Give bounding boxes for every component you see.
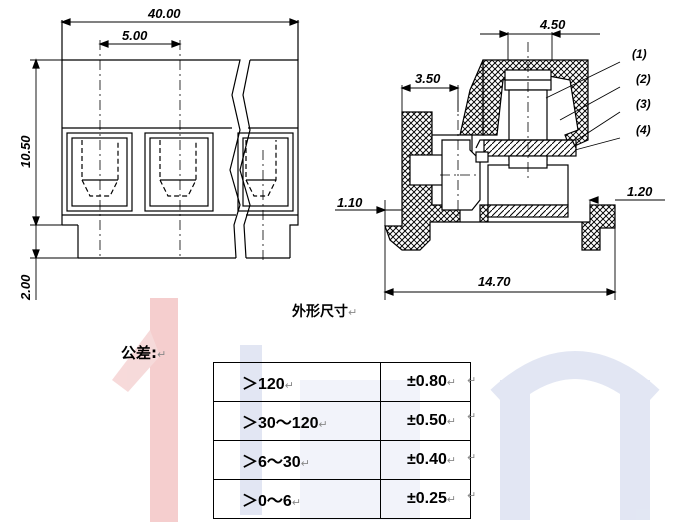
dim-left-step: 1.10 xyxy=(337,195,363,210)
dim-base-height: 2.00 xyxy=(18,274,33,301)
tolerance-value-cell: ±0.80↵ xyxy=(380,362,471,402)
tolerance-value-cell: ±0.50↵ xyxy=(380,401,471,441)
row-mark: ↵ xyxy=(467,374,477,387)
front-view xyxy=(30,18,300,300)
drawing-caption: 外形尺寸↵ xyxy=(292,304,358,320)
table-row: ＞0～6↵ ±0.25↵ xyxy=(213,479,471,519)
tolerance-value-cell: ±0.40↵ xyxy=(380,440,471,480)
part-label-4: (4) xyxy=(636,123,651,137)
part-label-1: (1) xyxy=(632,47,647,61)
dim-pitch: 5.00 xyxy=(122,28,148,43)
dim-depth: 14.70 xyxy=(478,274,511,289)
dim-height: 10.50 xyxy=(18,135,33,168)
dim-right-step: 1.20 xyxy=(627,184,653,199)
row-mark: ↵ xyxy=(467,410,477,423)
tolerance-value-cell: ±0.25↵ xyxy=(380,479,471,519)
tolerance-range-cell: ＞120↵ xyxy=(213,362,381,402)
dim-side-offset: 3.50 xyxy=(415,71,441,86)
tolerance-range-cell: ＞30～120↵ xyxy=(213,401,381,441)
tolerance-range-cell: ＞6～30↵ xyxy=(213,440,381,480)
table-row: ＞120↵ ±0.80↵ xyxy=(213,362,471,402)
tolerance-range-cell: ＞0～6↵ xyxy=(213,479,381,519)
tolerance-table: ＞120↵ ±0.80↵ ＞30～120↵ ±0.50↵ ＞6～30↵ ±0.4… xyxy=(213,362,471,519)
part-label-2: (2) xyxy=(636,72,651,86)
row-mark: ↵ xyxy=(467,489,477,502)
table-row: ＞30～120↵ ±0.50↵ xyxy=(213,401,471,441)
dim-screw-width: 4.50 xyxy=(539,17,566,32)
part-label-3: (3) xyxy=(636,97,651,111)
table-row: ＞6～30↵ ±0.40↵ xyxy=(213,440,471,480)
dim-width-total: 40.00 xyxy=(147,6,181,21)
row-mark: ↵ xyxy=(467,451,477,464)
tolerance-label: 公差:↵ xyxy=(121,344,167,362)
side-view xyxy=(335,30,665,300)
